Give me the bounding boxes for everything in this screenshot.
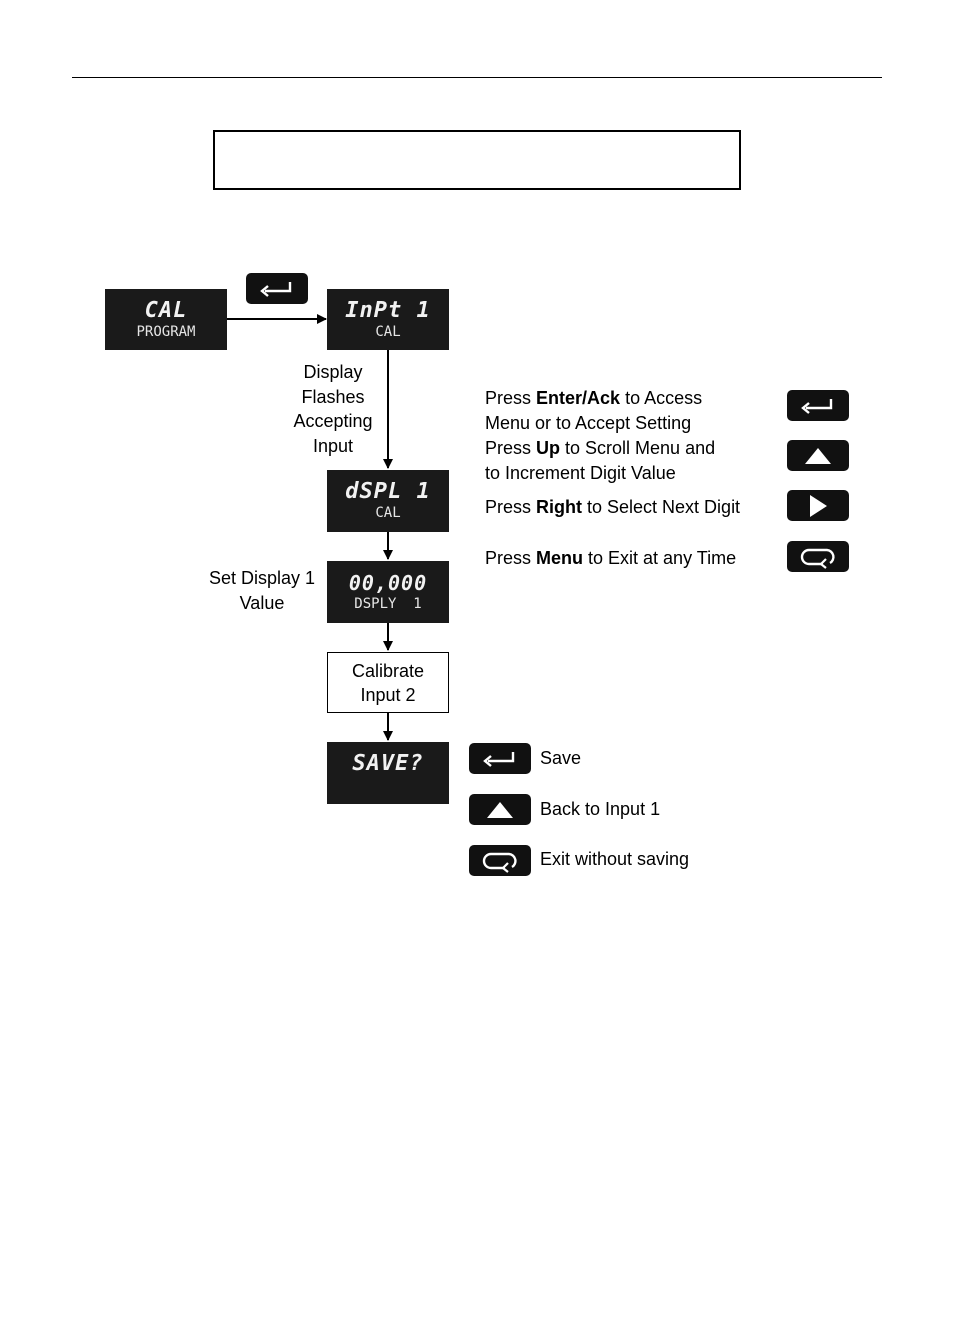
lcd-line1: InPt 1: [345, 297, 431, 323]
right-arrow-icon: [810, 494, 827, 517]
legend-menu-text: Press Menu to Exit at any Time: [485, 548, 737, 568]
box-line2: Input 2: [360, 684, 416, 705]
lcd-line2: PROGRAM: [136, 323, 196, 340]
legend-enter-key[interactable]: [787, 390, 849, 421]
enter-icon: [801, 398, 833, 414]
lcd-dspl1-cal: dSPL 1 CAL: [327, 470, 449, 532]
back-option-label: Back to Input 1: [540, 799, 661, 819]
lcd-line2: DSPLY 1: [354, 596, 422, 612]
menu-loop-icon: [800, 548, 835, 569]
lcd-inpt1-cal: InPt 1 CAL: [327, 289, 449, 350]
lcd-line1: SAVE?: [352, 751, 424, 776]
save-enter-key[interactable]: [469, 743, 531, 774]
legend-right-text: Press Right to Select Next Digit: [485, 497, 741, 517]
lcd-cal-program: CAL PROGRAM: [105, 289, 227, 350]
legend-right-key[interactable]: [787, 490, 849, 521]
legend-menu-key[interactable]: [787, 541, 849, 572]
lcd-value-dsply1: 00,000 DSPLY 1: [327, 561, 449, 623]
up-arrow-icon: [805, 447, 831, 464]
enter-key-flow[interactable]: [246, 273, 308, 304]
up-arrow-icon: [487, 801, 513, 818]
lcd-line2: CAL: [375, 323, 401, 340]
enter-icon: [260, 281, 292, 297]
enter-icon: [483, 751, 515, 767]
header-rule: [72, 77, 882, 78]
box-line1: Calibrate: [351, 660, 425, 681]
lcd-line1: dSPL 1: [345, 479, 431, 504]
exit-option-label: Exit without saving: [540, 849, 690, 869]
set-display-value-label: Set Display 1 Value: [208, 568, 316, 613]
lcd-line1: CAL: [144, 297, 188, 323]
save-option-label: Save: [540, 748, 582, 768]
legend-enter-text: Press Enter/Ack to Access Menu or to Acc…: [485, 388, 703, 433]
title-box: [213, 130, 741, 190]
exit-menu-key[interactable]: [469, 845, 531, 876]
legend-up-key[interactable]: [787, 440, 849, 471]
back-up-key[interactable]: [469, 794, 531, 825]
legend-up-text: Press Up to Scroll Menu and to Increment…: [485, 438, 716, 483]
lcd-line2: CAL: [375, 505, 401, 521]
lcd-save: SAVE?: [327, 742, 449, 804]
menu-loop-icon: [482, 852, 517, 873]
display-flashes-label: Display Flashes Accepting Input: [293, 362, 373, 456]
lcd-line1: 00,000: [348, 571, 428, 595]
calibrate-input2-box: Calibrate Input 2: [327, 652, 449, 713]
